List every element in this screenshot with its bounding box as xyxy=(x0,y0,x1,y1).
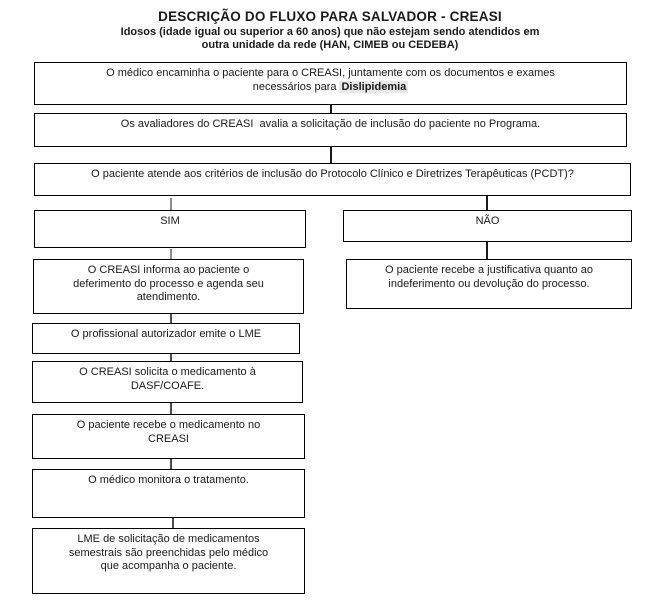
connector-criteria-sim xyxy=(170,198,172,210)
connector-inform-emitlme xyxy=(170,314,172,323)
connector-referral-evaluation xyxy=(330,105,332,113)
inform-deferment-line-2: deferimento do processo e agenda seu xyxy=(73,277,264,290)
connector-nao-justification xyxy=(486,242,488,259)
receive-medication-line-1: O paciente recebe o medicamento no xyxy=(76,419,261,431)
monitor-treatment-line-1: O médico monitora o tratamento. xyxy=(88,474,249,486)
flow-box-evaluation: Os avaliadores do CREASI avalia a solici… xyxy=(34,113,627,147)
page-title: DESCRIÇÃO DO FLUXO PARA SALVADOR - CREAS… xyxy=(158,9,502,24)
evaluation-line-1: Os avaliadores do CREASI avalia a solici… xyxy=(120,118,541,130)
page-subtitle: Idosos (idade igual ou superior a 60 ano… xyxy=(0,26,660,51)
receive-medication-line-2: CREASI xyxy=(148,432,189,445)
connector-emitlme-request xyxy=(170,354,172,361)
emit-lme-line-1: O profissional autorizador emite o LME xyxy=(70,328,262,340)
flow-box-emit-lme: O profissional autorizador emite o LME xyxy=(32,323,300,354)
lme-renewal-line-3: que acompanha o paciente. xyxy=(100,560,237,572)
flow-box-sim: SIM xyxy=(34,210,306,248)
inform-deferment-line-1: O CREASI informa ao paciente o xyxy=(87,264,250,276)
referral-line-1: O médico encaminha o paciente para o CRE… xyxy=(106,67,555,79)
referral-disease-highlight: Dislipidemia xyxy=(339,80,409,93)
nao-label: NÃO xyxy=(475,215,500,227)
flow-box-justification: O paciente recebe a justificativa quanto… xyxy=(346,259,632,309)
flow-box-monitor-treatment: O médico monitora o tratamento. xyxy=(32,469,305,518)
request-medication-line-2: DASF/COAFE. xyxy=(130,379,205,392)
lme-renewal-line-2: semestrais são preenchidas pelo médico xyxy=(68,546,269,559)
flow-box-receive-medication: O paciente recebe o medicamento no CREAS… xyxy=(32,414,305,459)
flow-box-referral: O médico encaminha o paciente para o CRE… xyxy=(34,62,627,105)
connector-receive-monitor xyxy=(170,459,172,469)
justification-line-2: indeferimento ou devolução do processo. xyxy=(388,277,590,290)
flow-box-lme-renewal: LME de solicitação de medicamentos semes… xyxy=(32,528,305,594)
flow-box-inform-deferment: O CREASI informa ao paciente o deferimen… xyxy=(33,259,304,314)
subtitle-line-1: Idosos (idade igual ou superior a 60 ano… xyxy=(120,26,540,38)
inform-deferment-line-3: atendimento. xyxy=(136,291,201,303)
criteria-question-line-1: O paciente atende aos critérios de inclu… xyxy=(91,168,574,180)
subtitle-line-2: outra unidade da rede (HAN, CIMEB ou CED… xyxy=(201,38,459,51)
connector-sim-inform xyxy=(170,249,172,259)
flow-box-nao: NÃO xyxy=(343,210,632,242)
flow-box-criteria-question: O paciente atende aos critérios de inclu… xyxy=(34,163,631,196)
connector-request-receive xyxy=(170,403,172,414)
connector-evaluation-criteria xyxy=(330,147,332,163)
request-medication-line-1: O CREASI solicita o medicamento à xyxy=(79,366,256,378)
justification-line-1: O paciente recebe a justificativa quanto… xyxy=(385,264,593,276)
connector-monitor-renewal xyxy=(172,518,174,528)
sim-label: SIM xyxy=(160,215,180,227)
connector-criteria-nao xyxy=(486,196,488,210)
flow-box-request-medication: O CREASI solicita o medicamento à DASF/C… xyxy=(32,361,303,403)
lme-renewal-line-1: LME de solicitação de medicamentos xyxy=(77,533,260,545)
referral-line-2-prefix: necessários para xyxy=(252,80,337,93)
